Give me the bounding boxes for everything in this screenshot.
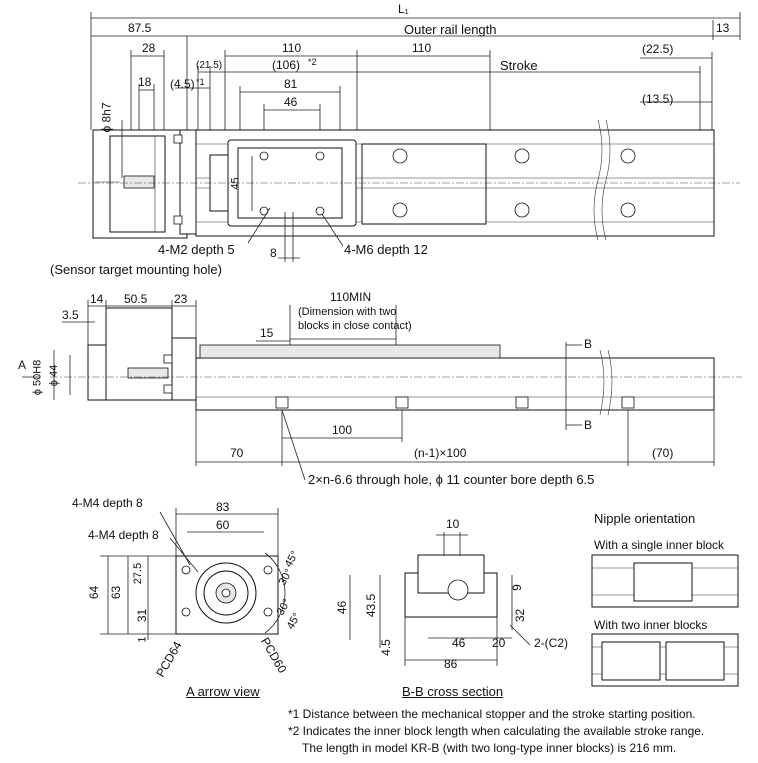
shaft-diameter: ϕ 8h7 bbox=[99, 102, 114, 133]
dim-63: 63 bbox=[109, 585, 124, 600]
dim-n1: (n-1)×100 bbox=[414, 446, 467, 460]
dim-46: 46 bbox=[284, 95, 298, 109]
dim-44: ϕ 44 bbox=[48, 364, 61, 387]
dim-10: 10 bbox=[446, 517, 460, 531]
footnote-2: *2 Indicates the inner block length when… bbox=[288, 724, 705, 738]
dim-3-5: 3.5 bbox=[62, 308, 79, 322]
m6-label: 4-M6 depth 12 bbox=[344, 242, 428, 257]
dim-22-5: (22.5) bbox=[642, 42, 674, 56]
dim-14: 14 bbox=[90, 292, 104, 306]
top-view bbox=[78, 12, 741, 262]
dim-110-b: 110 bbox=[412, 41, 432, 55]
dim-9: 9 bbox=[509, 584, 524, 591]
dim-100: 100 bbox=[332, 423, 353, 437]
outer-rail-length-label: Outer rail length bbox=[404, 22, 497, 37]
bb-section-view bbox=[349, 532, 531, 666]
min-note-1: (Dimension with two bbox=[298, 306, 397, 318]
dim-70: 70 bbox=[230, 446, 244, 460]
dim-45: 45 bbox=[229, 177, 242, 190]
dim-1: 1 bbox=[136, 636, 149, 643]
dim-21-5: (21.5) bbox=[196, 60, 223, 71]
dim-28: 28 bbox=[142, 41, 156, 55]
a-arrow-view bbox=[100, 508, 286, 640]
dim-32: 32 bbox=[513, 608, 528, 623]
nipple-orientation bbox=[591, 554, 739, 687]
dim-46-vertical: 46 bbox=[335, 600, 350, 615]
nipple-single: With a single inner block bbox=[594, 538, 725, 552]
l1-label: L₁ bbox=[398, 2, 409, 16]
m4-label-a: 4-M4 depth 8 bbox=[72, 496, 143, 510]
dim-83: 83 bbox=[216, 500, 230, 514]
hole-note: 2×n-6.6 through hole, ϕ 11 counter bore … bbox=[308, 472, 595, 487]
mark-2: *2 bbox=[308, 57, 317, 67]
min-note-2: blocks in close contact) bbox=[298, 320, 412, 332]
dim-31: 31 bbox=[135, 608, 150, 623]
dim-23: 23 bbox=[174, 292, 188, 306]
stroke-label: Stroke bbox=[500, 58, 538, 73]
dim-13: 13 bbox=[716, 21, 730, 35]
arrow-a-label: A bbox=[18, 358, 27, 372]
footnote-1: *1 Distance between the mechanical stopp… bbox=[288, 707, 696, 721]
dim-18: 18 bbox=[138, 75, 152, 89]
mark-1: *1 bbox=[196, 77, 205, 87]
dim-15: 15 bbox=[260, 326, 274, 340]
dim-20: 20 bbox=[492, 636, 506, 650]
dim-86: 86 bbox=[444, 657, 458, 671]
dim-50-5: 50.5 bbox=[124, 292, 148, 306]
dim-8: 8 bbox=[270, 246, 277, 260]
dim-64: 64 bbox=[87, 585, 102, 600]
dim-110min: 110MIN bbox=[330, 290, 372, 304]
dim-50h8: ϕ 50H8 bbox=[31, 359, 44, 396]
dim-106: (106) bbox=[272, 58, 301, 72]
m4-label-b: 4-M4 depth 8 bbox=[88, 528, 159, 542]
m2-sub-label: (Sensor target mounting hole) bbox=[50, 262, 222, 277]
dim-110-a: 110 bbox=[282, 41, 302, 55]
section-b-bottom: B bbox=[584, 418, 593, 432]
chamfer-label: 2-(C2) bbox=[534, 636, 569, 650]
dim-27-5: 27.5 bbox=[132, 562, 145, 585]
bb-section-caption: B-B cross section bbox=[402, 684, 504, 699]
section-b-top: B bbox=[584, 337, 593, 351]
dim-87-5: 87.5 bbox=[128, 21, 152, 35]
nipple-title: Nipple orientation bbox=[594, 511, 696, 526]
m2-label: 4-M2 depth 5 bbox=[158, 242, 235, 257]
dim-70b: (70) bbox=[652, 446, 674, 460]
dim-46-horizontal: 46 bbox=[452, 636, 466, 650]
side-view bbox=[22, 300, 742, 481]
dim-13-5: (13.5) bbox=[642, 92, 674, 106]
a-view-caption: A arrow view bbox=[186, 684, 260, 699]
footnote-3: The length in model KR-B (with two long-… bbox=[302, 741, 677, 755]
nipple-double: With two inner blocks bbox=[594, 618, 708, 632]
dim-4-5-bb: 4.5 bbox=[378, 639, 393, 656]
dim-4-5: (4.5) bbox=[170, 77, 195, 91]
dim-81: 81 bbox=[284, 77, 298, 91]
table-holes bbox=[259, 148, 636, 218]
dim-60: 60 bbox=[216, 518, 230, 532]
dim-43-5: 43.5 bbox=[364, 593, 379, 618]
